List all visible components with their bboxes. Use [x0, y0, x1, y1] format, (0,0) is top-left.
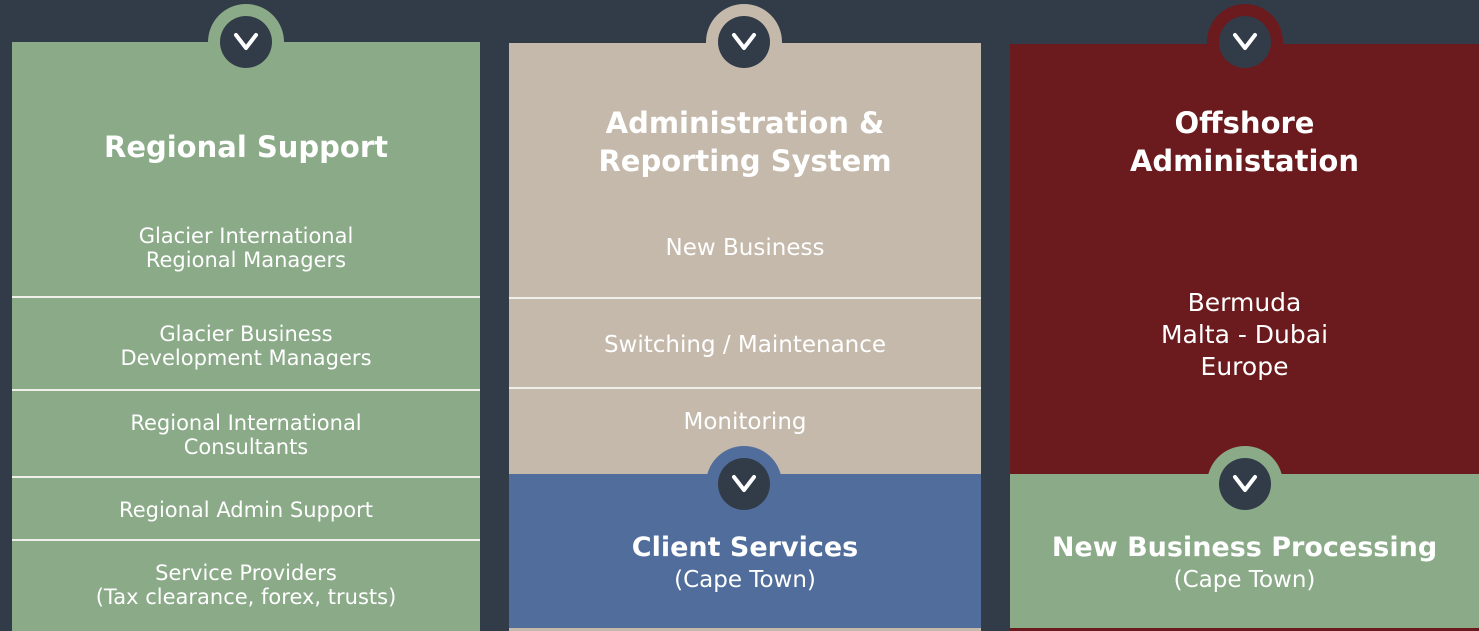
list-item: Glacier Business Development Managers [12, 310, 480, 382]
list-item: New Business [509, 228, 981, 268]
offshore-locations: Bermuda Malta - Dubai Europe [1010, 287, 1479, 383]
title-line: Administation [1129, 144, 1359, 178]
location-item: Bermuda [1187, 288, 1302, 317]
chevron-down-icon [732, 33, 756, 50]
list-item: Glacier International Regional Managers [12, 212, 480, 284]
client-services-title: Client Services (Cape Town) [509, 532, 981, 596]
sub-title-location: (Cape Town) [674, 567, 816, 593]
list-item: Regional Admin Support [12, 488, 480, 532]
divider [12, 539, 480, 541]
divider [1010, 628, 1479, 631]
divider [12, 296, 480, 298]
item-line: Development Managers [120, 346, 372, 370]
chevron-down-icon [234, 33, 258, 50]
title-line: Reporting System [598, 144, 892, 178]
sub-title-main: Client Services [631, 532, 859, 563]
item-line: Consultants [183, 435, 309, 459]
item-line: Regional Admin Support [119, 498, 373, 522]
regional-support-badge[interactable] [208, 4, 284, 80]
list-item: Switching / Maintenance [509, 325, 981, 365]
list-item: Regional International Consultants [12, 399, 480, 471]
location-item: Malta - Dubai [1160, 320, 1329, 349]
item-line: (Tax clearance, forex, trusts) [95, 585, 397, 609]
offshore-panel [1010, 44, 1479, 474]
chevron-down-icon [1233, 475, 1257, 492]
item-line: Regional Managers [145, 248, 347, 272]
divider [509, 387, 981, 389]
offshore-badge[interactable] [1207, 4, 1283, 80]
item-line: Glacier International [138, 224, 354, 248]
divider [509, 628, 981, 631]
new-business-processing-badge[interactable] [1207, 446, 1283, 522]
item-line: Regional International [130, 411, 362, 435]
title-line: Offshore [1174, 106, 1315, 140]
regional-support-panel [12, 42, 480, 631]
item-line: Glacier Business [159, 322, 333, 346]
admin-reporting-panel [509, 43, 981, 474]
divider [12, 476, 480, 478]
item-line: Monitoring [683, 409, 807, 435]
item-line: Switching / Maintenance [603, 332, 887, 358]
sub-title-location: (Cape Town) [1173, 567, 1316, 593]
admin-reporting-title: Administration & Reporting System [509, 104, 981, 180]
item-line: New Business [665, 235, 825, 261]
list-item: Monitoring [509, 402, 981, 442]
regional-support-title: Regional Support [103, 130, 388, 164]
new-business-processing-title: New Business Processing (Cape Town) [1010, 532, 1479, 596]
sub-title-main: New Business Processing [1051, 532, 1438, 563]
chevron-down-icon [1233, 33, 1257, 50]
divider [509, 297, 981, 299]
client-services-badge[interactable] [706, 446, 782, 522]
item-line: Service Providers [155, 561, 337, 585]
title-line: Administration & [605, 106, 885, 140]
admin-reporting-badge[interactable] [706, 4, 782, 80]
list-item: Service Providers (Tax clearance, forex,… [12, 549, 480, 621]
offshore-title: Offshore Administation [1010, 104, 1479, 180]
location-item: Europe [1200, 352, 1289, 381]
chevron-down-icon [732, 475, 756, 492]
divider [12, 389, 480, 391]
